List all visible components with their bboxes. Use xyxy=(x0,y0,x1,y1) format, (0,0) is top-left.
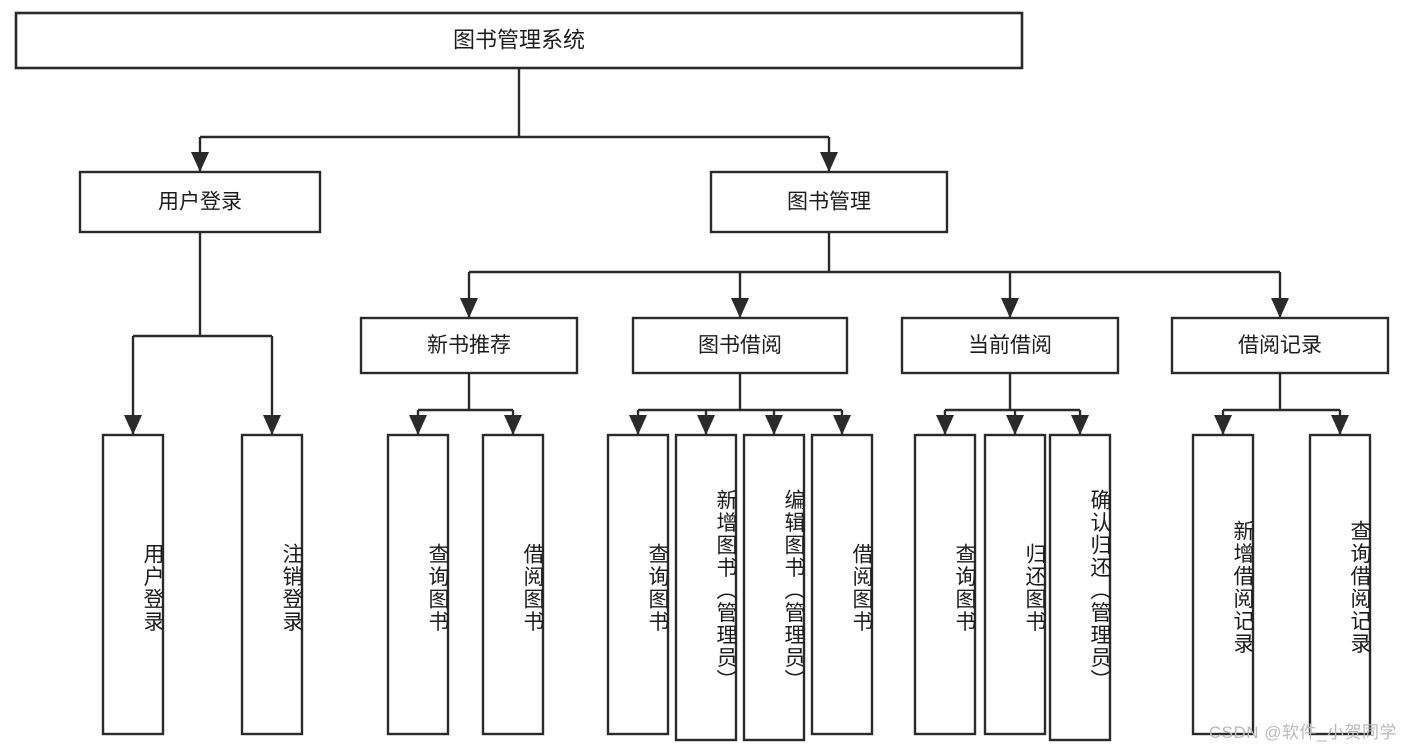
leaf-node-2-box xyxy=(386,433,450,736)
level3-node-2-label: 当前借阅 xyxy=(968,334,1052,357)
leaf-node-3-box xyxy=(481,433,545,736)
arrow-to-level3-0-icon xyxy=(460,298,478,318)
level2-node-1-label: 图书管理 xyxy=(787,191,871,214)
arrow-to-level3-1-icon xyxy=(731,298,749,318)
leaf-node-0[interactable] xyxy=(101,433,165,736)
leaf-node-8[interactable] xyxy=(913,433,977,736)
level3-node-1-label: 图书借阅 xyxy=(698,334,782,357)
level3-node-2-box xyxy=(900,316,1120,375)
leaf-node-1-box xyxy=(240,433,304,736)
edge-layer xyxy=(124,68,1349,435)
level2-node-1[interactable] xyxy=(709,170,949,234)
level3-node-1-box xyxy=(631,316,849,375)
arrow-to-leaf-1-2-icon xyxy=(765,415,783,435)
leaf-node-10[interactable] xyxy=(1048,433,1112,742)
level3-node-3-label: 借阅记录 xyxy=(1238,334,1322,357)
arrow-to-leaf-1-3-icon xyxy=(833,415,851,435)
arrow-to-user-login-leaf-1-icon xyxy=(263,415,281,435)
root-node-label: 图书管理系统 xyxy=(453,27,585,52)
node-layer xyxy=(14,11,1390,742)
leaf-node-12[interactable] xyxy=(1308,433,1372,736)
arrow-to-leaf-2-1-icon xyxy=(1006,415,1024,435)
root-node-box xyxy=(14,11,1024,70)
level2-node-0[interactable] xyxy=(78,170,322,234)
level3-node-3-box xyxy=(1170,316,1390,375)
leaf-node-6[interactable] xyxy=(742,433,806,742)
leaf-node-6-box xyxy=(742,433,806,742)
level3-node-1[interactable] xyxy=(631,316,849,375)
leaf-node-8-box xyxy=(913,433,977,736)
leaf-node-0-box xyxy=(101,433,165,736)
leaf-node-10-box xyxy=(1048,433,1112,742)
arrow-to-level3-3-icon xyxy=(1271,298,1289,318)
arrow-to-leaf-3-0-icon xyxy=(1214,415,1232,435)
arrow-to-leaf-2-0-icon xyxy=(936,415,954,435)
leaf-node-5-box xyxy=(674,433,738,742)
level3-node-3[interactable] xyxy=(1170,316,1390,375)
leaf-node-1[interactable] xyxy=(240,433,304,736)
level3-node-0-box xyxy=(359,316,579,375)
leaf-node-9[interactable] xyxy=(983,433,1047,736)
leaf-node-9-box xyxy=(983,433,1047,736)
leaf-node-2[interactable] xyxy=(386,433,450,736)
arrow-to-leaf-0-1-icon xyxy=(504,415,522,435)
arrow-to-leaf-3-1-icon xyxy=(1331,415,1349,435)
arrow-to-leaf-1-0-icon xyxy=(629,415,647,435)
leaf-node-4[interactable] xyxy=(606,433,670,736)
arrow-to-book-manage-icon xyxy=(820,152,838,172)
arrow-to-user-login-leaf-0-icon xyxy=(124,415,142,435)
root-node[interactable] xyxy=(14,11,1024,70)
arrow-to-leaf-0-0-icon xyxy=(409,415,427,435)
level2-node-1-box xyxy=(709,170,949,234)
watermark-text: CSDN @软件_小贺同学 xyxy=(1208,723,1397,742)
leaf-node-3[interactable] xyxy=(481,433,545,736)
level3-node-0[interactable] xyxy=(359,316,579,375)
leaf-node-11[interactable] xyxy=(1191,433,1255,736)
level2-node-0-box xyxy=(78,170,322,234)
leaf-node-5[interactable] xyxy=(674,433,738,742)
level2-node-0-label: 用户登录 xyxy=(158,191,242,214)
arrow-to-user-login-icon xyxy=(191,152,209,172)
arrow-to-level3-2-icon xyxy=(1001,298,1019,318)
level3-node-2[interactable] xyxy=(900,316,1120,375)
leaf-node-4-box xyxy=(606,433,670,736)
arrow-to-leaf-2-2-icon xyxy=(1071,415,1089,435)
level3-node-0-label: 新书推荐 xyxy=(427,334,511,357)
arrow-to-leaf-1-1-icon xyxy=(697,415,715,435)
leaf-node-12-box xyxy=(1308,433,1372,736)
leaf-node-7[interactable] xyxy=(810,433,874,736)
leaf-node-7-box xyxy=(810,433,874,736)
leaf-node-11-box xyxy=(1191,433,1255,736)
